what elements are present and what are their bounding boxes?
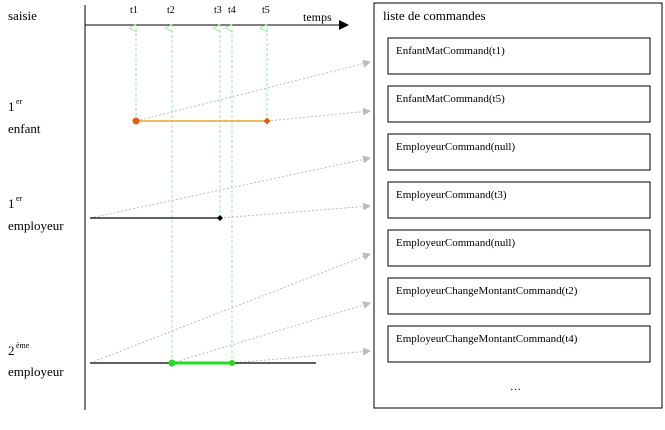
link-cmd-4 — [219, 202, 371, 219]
row-label-employeur2-sup: ème — [16, 341, 30, 350]
row-label-employeur1-num: 1 — [8, 196, 15, 211]
employeur1-end-marker — [217, 215, 223, 221]
row-label-employeur2-word: employeur — [8, 364, 64, 379]
enfant-end-marker — [263, 117, 271, 125]
command-text: EnfantMatCommand(t5) — [396, 93, 505, 105]
link-cmd-1 — [135, 59, 371, 122]
link-cmd-6 — [171, 301, 371, 364]
time-label-t4: t4 — [228, 5, 236, 16]
command-box-5: EmployeurCommand(null) — [387, 229, 651, 267]
time-label-t3: t3 — [214, 5, 222, 16]
command-text: EmployeurCommand(null) — [396, 237, 515, 249]
command-box-6: EmployeurChangeMontantCommand(t2) — [387, 277, 651, 315]
command-text: EnfantMatCommand(t1) — [396, 45, 505, 57]
row-label-employeur1-sup: er — [16, 194, 23, 203]
row-label-enfant-num: 1 — [8, 99, 15, 114]
employeur2-start-marker — [168, 359, 176, 367]
link-cmd-5 — [89, 252, 371, 364]
command-text: EmployeurChangeMontantCommand(t4) — [396, 333, 578, 345]
employeur2-end-marker — [229, 360, 235, 366]
time-axis-label: temps — [303, 10, 332, 24]
command-text: EmployeurCommand(t3) — [396, 189, 507, 201]
time-label-t5: t5 — [262, 5, 270, 16]
command-list-title: liste de commandes — [383, 8, 486, 23]
row-label-enfant-sup: er — [16, 97, 23, 106]
row-label-employeur1-word: employeur — [8, 218, 64, 233]
time-label-t1: t1 — [130, 5, 138, 16]
command-box-1: EnfantMatCommand(t1) — [387, 37, 651, 75]
link-cmd-7 — [231, 347, 371, 364]
link-cmd-2 — [266, 107, 371, 122]
command-box-2: EnfantMatCommand(t5) — [387, 85, 651, 123]
row-label-enfant-word: enfant — [8, 121, 41, 136]
command-box-4: EmployeurCommand(t3) — [387, 181, 651, 219]
command-text: EmployeurCommand(null) — [396, 141, 515, 153]
row-label-saisie: saisie — [8, 8, 37, 23]
command-text: EmployeurChangeMontantCommand(t2) — [396, 285, 578, 297]
time-label-t2: t2 — [167, 5, 175, 16]
enfant-start-marker — [132, 117, 140, 125]
command-list-ellipsis: … — [510, 381, 521, 393]
command-box-7: EmployeurChangeMontantCommand(t4) — [387, 325, 651, 363]
command-box-3: EmployeurCommand(null) — [387, 133, 651, 171]
row-label-employeur2-num: 2 — [8, 343, 15, 358]
